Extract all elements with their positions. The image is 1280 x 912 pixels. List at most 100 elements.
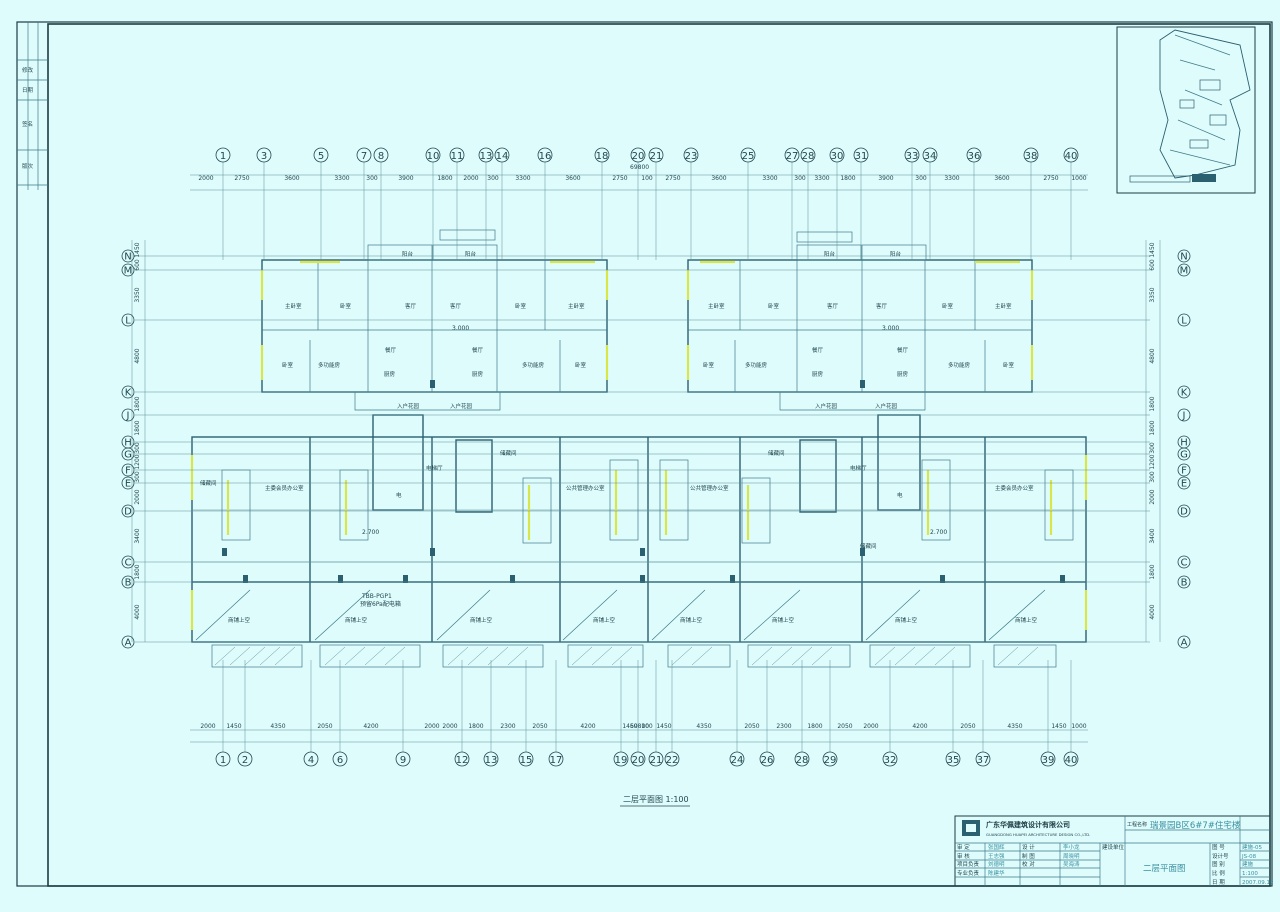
axis-label-left: G — [124, 450, 132, 461]
room-label: 多功能房 — [522, 361, 545, 369]
axis-label-left: F — [125, 466, 131, 477]
dimension-bottom: 2000 — [442, 723, 457, 730]
left-table-cell: 签名 — [22, 120, 33, 128]
axis-bubble — [121, 555, 135, 569]
dimension-left: 1450 — [134, 242, 141, 257]
company-name-en: GUANGDONG HUAPEI ARCHITECTURE DESIGN CO.… — [986, 832, 1090, 837]
dimension-right: 1800 — [1149, 396, 1156, 411]
left-table-cell: 版次 — [22, 162, 34, 170]
room-label: 餐厅 — [385, 346, 397, 354]
axis-label-top: 38 — [1025, 151, 1038, 162]
room-label: 多功能房 — [318, 361, 341, 369]
axis-bubble — [1177, 385, 1191, 399]
drawing-name: 二层平面图 — [1143, 864, 1186, 874]
room-label: 卧室 — [942, 302, 954, 310]
axis-label-left: E — [125, 479, 131, 490]
axis-bubble — [1177, 575, 1191, 589]
dimension-left: 2000 — [134, 489, 141, 504]
axis-bubble — [729, 751, 745, 767]
axis-label-left: J — [126, 411, 130, 422]
axis-bubble — [829, 147, 845, 163]
dimension-bottom: 2050 — [317, 723, 332, 730]
axis-label-top: 10 — [427, 151, 440, 162]
axis-bubble — [537, 147, 553, 163]
axis-label-bottom: 12 — [456, 755, 469, 766]
axis-bubble — [683, 147, 699, 163]
axis-label-top: 40 — [1065, 151, 1078, 162]
axis-label-right: H — [1180, 438, 1188, 449]
room-label: 电 — [897, 491, 903, 499]
axis-label-right: N — [1180, 252, 1187, 263]
axis-bubble — [373, 147, 389, 163]
dimension-left: 3400 — [134, 528, 141, 543]
axis-label-bottom: 21 — [650, 755, 663, 766]
title-field: 比 例 — [1212, 869, 1225, 877]
axis-bubble — [121, 385, 135, 399]
dimension-bottom: 4200 — [363, 723, 378, 730]
left-revision-table: 修改 日期 签名 版次 — [17, 22, 48, 190]
room-label: 商铺上空 — [680, 616, 703, 624]
axis-label-top: 1 — [220, 151, 226, 162]
axis-bubble — [121, 447, 135, 461]
axis-bubble — [425, 147, 441, 163]
dimension-top: 2750 — [665, 175, 680, 182]
room-label: 客厅 — [450, 302, 462, 310]
axis-label-bottom: 26 — [761, 755, 774, 766]
axis-label-left: M — [124, 266, 133, 277]
dimension-left: 1800 — [134, 396, 141, 411]
level-mark: 3.000 — [452, 325, 469, 332]
axis-label-bottom: 6 — [337, 755, 343, 766]
room-label: 主委会员办公室 — [995, 484, 1034, 492]
room-label: 餐厅 — [812, 346, 824, 354]
axis-label-right: J — [1182, 411, 1186, 422]
axis-label-bottom: 1 — [220, 755, 226, 766]
dimension-top: 3300 — [334, 175, 349, 182]
axis-bubble — [784, 147, 800, 163]
axis-bubble — [1177, 447, 1191, 461]
dimension-left: 3350 — [134, 287, 141, 302]
axis-label-bottom: 20 — [632, 755, 645, 766]
axis-label-top: 11 — [451, 151, 464, 162]
dimension-right: 300 — [1149, 442, 1156, 454]
title-role: 审 核 — [957, 852, 970, 860]
axis-bubble — [449, 147, 465, 163]
axis-bubble — [215, 751, 231, 767]
title-field: 图 别 — [1212, 860, 1225, 868]
axis-label-top: 31 — [855, 151, 868, 162]
axis-bubble — [630, 751, 646, 767]
room-label: 阳台 — [824, 250, 836, 258]
room-label: 商铺上空 — [345, 616, 368, 624]
room-label: 电 — [396, 491, 402, 499]
room-label: 卧室 — [703, 361, 715, 369]
axis-bubble — [594, 147, 610, 163]
room-label: 储藏间 — [768, 449, 785, 457]
title-field: 日 期 — [1212, 879, 1225, 886]
axis-label-top: 21 — [650, 151, 663, 162]
axis-label-top: 14 — [496, 151, 509, 162]
title-field: 图 号 — [1212, 843, 1225, 851]
axis-bubble — [1177, 555, 1191, 569]
axis-bubble — [121, 476, 135, 490]
dimension-left: 4800 — [134, 348, 141, 363]
axis-label-right: G — [1180, 450, 1188, 461]
axis-bubble — [1177, 476, 1191, 490]
room-label: 主委会员办公室 — [265, 484, 304, 492]
axis-bubble — [313, 147, 329, 163]
axis-bubble — [1063, 147, 1079, 163]
axis-label-top: 25 — [742, 151, 755, 162]
room-label: 餐厅 — [897, 346, 909, 354]
dimension-top: 3900 — [398, 175, 413, 182]
axis-label-bottom: 4 — [308, 755, 314, 766]
dimension-top: 1800 — [840, 175, 855, 182]
axis-label-left: B — [125, 578, 132, 589]
dimension-left: 1200 — [134, 454, 141, 469]
axis-label-bottom: 17 — [550, 755, 563, 766]
room-label: 卧室 — [1003, 361, 1015, 369]
dimension-left: 300 — [134, 471, 141, 483]
dimension-bottom: 2050 — [532, 723, 547, 730]
drawing-title: 二层平面图 1:100 — [623, 795, 689, 804]
axis-bubble — [483, 751, 499, 767]
axis-bubble — [332, 751, 348, 767]
level-mark: 3.000 — [882, 325, 899, 332]
